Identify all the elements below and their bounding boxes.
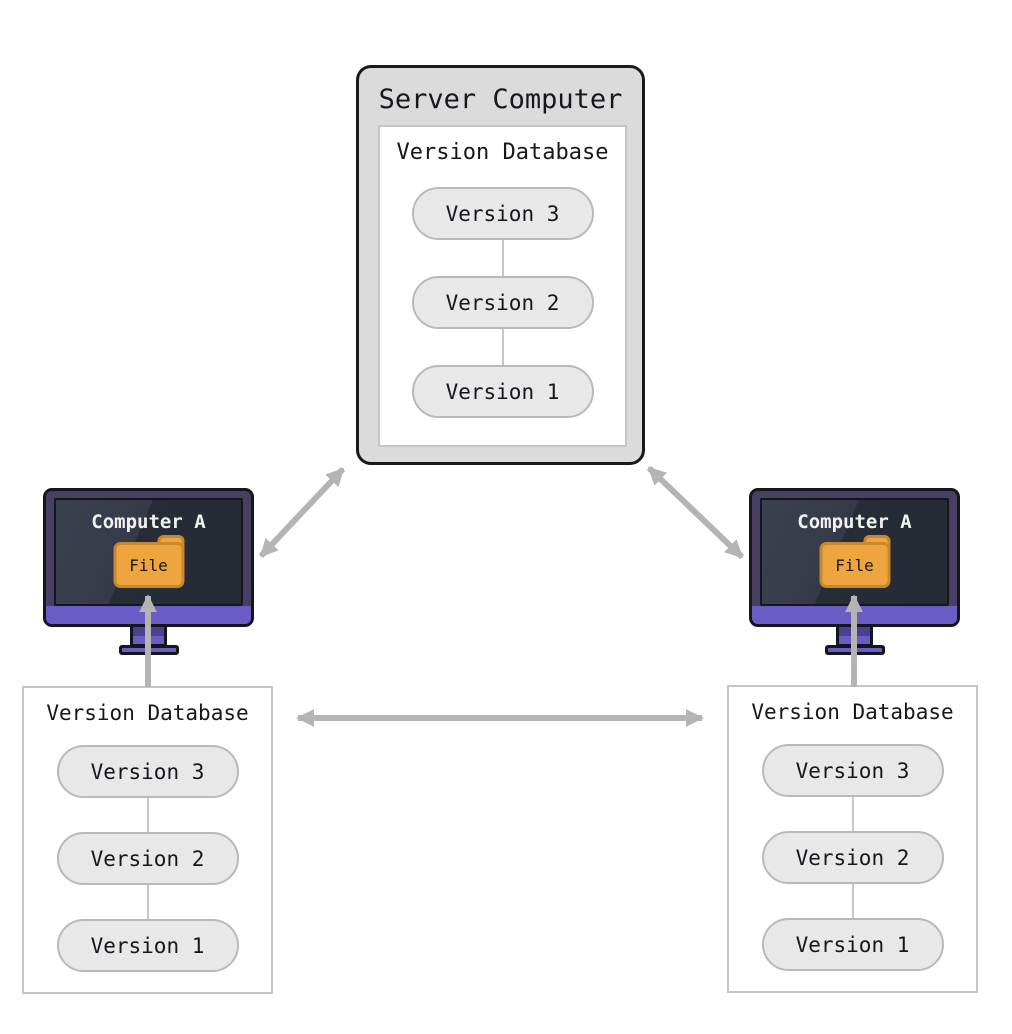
version-pill: Version 2 [761,831,944,885]
monitor-chin [752,606,957,624]
version-database-title: Version Database [396,140,609,165]
version-connector [146,885,149,920]
computer-label: Computer A [91,511,206,533]
monitor-stand-neck [130,627,167,647]
monitor-stand-shadow [133,627,164,636]
folder-body: File [113,542,184,588]
version-pill: Version 2 [411,276,594,330]
monitor-screen: Computer A File [760,498,949,606]
version-connector [851,884,854,919]
folder-label: File [129,555,168,575]
computer-left-monitor: Computer A File [43,488,254,655]
folder-label: File [835,555,874,575]
version-pill: Version 3 [761,744,944,798]
version-database-left: Version Database Version 3 Version 2 Ver… [22,686,273,994]
version-pill: Version 1 [56,919,239,973]
computer-right-monitor: Computer A File [749,488,960,655]
version-pill: Version 1 [761,918,944,972]
folder-icon: File [819,535,890,588]
version-database-right: Version Database Version 3 Version 2 Ver… [727,685,978,993]
version-database-title: Version Database [46,701,249,725]
monitor-stand-base [824,645,885,655]
version-connector [851,797,854,832]
server-title: Server Computer [378,84,623,115]
server-version-database: Version Database Version 3 Version 2 Ver… [378,125,627,447]
version-pill: Version 1 [411,365,594,419]
monitor-stand-neck [836,627,873,647]
monitor-screen: Computer A File [54,498,243,606]
version-pill: Version 2 [56,832,239,886]
folder-body: File [819,542,890,588]
version-connector [501,329,504,366]
folder-icon: File [113,535,184,588]
monitor-body: Computer A File [43,488,254,627]
version-pill: Version 3 [56,745,239,799]
server-computer-box: Server Computer Version Database Version… [356,65,645,465]
monitor-body: Computer A File [749,488,960,627]
version-connector [501,240,504,277]
version-connector [146,798,149,833]
version-pill: Version 3 [411,187,594,241]
version-database-title: Version Database [751,700,954,724]
monitor-stand-base [118,645,179,655]
sync-arrow-server-left [258,466,346,559]
monitor-chin [46,606,251,624]
computer-label: Computer A [797,511,912,533]
monitor-stand-shadow [839,627,870,636]
sync-arrow-server-right [646,465,745,560]
